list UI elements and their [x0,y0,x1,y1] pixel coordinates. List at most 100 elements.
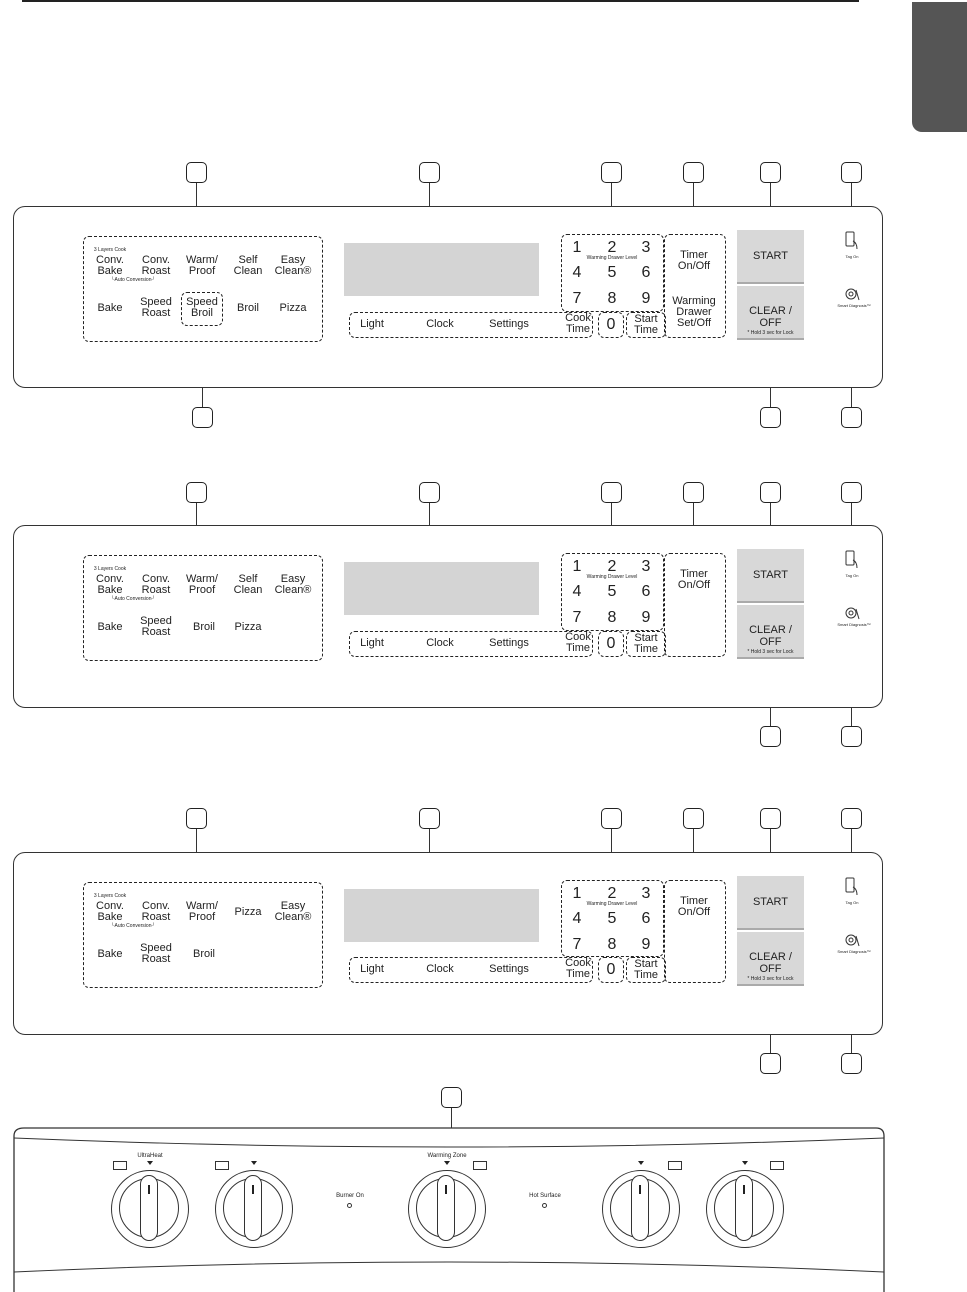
key-5[interactable]: 5 [607,910,617,927]
left-front-knob[interactable] [215,1170,293,1248]
timer-group [664,553,726,657]
broil-key[interactable]: Broil [192,948,216,960]
light-key[interactable]: Light [360,318,384,330]
key-0[interactable]: 0 [606,316,616,333]
key-8[interactable]: 8 [607,936,617,953]
conv-roast-key[interactable]: Conv. Roast [141,900,171,923]
key-1[interactable]: 1 [572,558,582,575]
easy-clean-key[interactable]: Easy Clean® [274,900,312,923]
settings-key[interactable]: Settings [489,318,529,330]
key-7[interactable]: 7 [572,290,582,307]
key-6[interactable]: 6 [641,910,651,927]
key-2[interactable]: 2 [607,239,617,256]
key-5[interactable]: 5 [607,264,617,281]
self-clean-key[interactable]: Self Clean [233,573,263,596]
warm-proof-key[interactable]: Warm/ Proof [186,900,218,923]
conv-roast-key[interactable]: Conv. Roast [141,254,171,277]
key-1[interactable]: 1 [572,239,582,256]
light-key[interactable]: Light [360,637,384,649]
pizza-key[interactable]: Pizza [234,621,262,633]
key-7[interactable]: 7 [572,936,582,953]
key-0[interactable]: 0 [606,635,616,652]
key-4[interactable]: 4 [572,583,582,600]
start-time-key[interactable]: Start Time [633,313,659,336]
conv-roast-key[interactable]: Conv. Roast [141,573,171,596]
key-8[interactable]: 8 [607,609,617,626]
start-time-key[interactable]: Start Time [633,958,659,981]
clear-off-label: CLEAR / OFF [749,951,792,975]
warm-proof-key[interactable]: Warm/ Proof [186,254,218,277]
warming-drawer-key[interactable]: Warming Drawer Set/Off [672,295,716,329]
callout-box [419,482,440,503]
key-4[interactable]: 4 [572,910,582,927]
right-front-knob[interactable] [602,1170,680,1248]
key-4[interactable]: 4 [572,264,582,281]
warming-zone-knob[interactable] [408,1170,486,1248]
cook-time-key[interactable]: Cook Time [565,957,591,980]
conv-bake-key[interactable]: Conv. Bake [96,573,124,596]
speed-broil-key[interactable]: Speed Broil [186,296,218,319]
key-6[interactable]: 6 [641,264,651,281]
key-1[interactable]: 1 [572,885,582,902]
self-clean-key[interactable]: Self Clean [233,254,263,277]
key-3[interactable]: 3 [641,885,651,902]
callout-box [192,407,213,428]
timer-key[interactable]: Timer On/Off [677,568,711,591]
start-button[interactable]: START [737,876,804,930]
clock-key[interactable]: Clock [426,318,454,330]
warm-proof-key[interactable]: Warm/ Proof [186,573,218,596]
conv-bake-key[interactable]: Conv. Bake [96,254,124,277]
start-button[interactable]: START [737,549,804,603]
bake-key[interactable]: Bake [97,302,123,314]
key-3[interactable]: 3 [641,558,651,575]
speed-roast-key[interactable]: Speed Roast [140,942,172,965]
callout-box [601,808,622,829]
layers-label: 3 Layers Cook [93,247,127,253]
cooktop-panel-outline [13,1127,885,1292]
key-9[interactable]: 9 [641,936,651,953]
settings-key[interactable]: Settings [489,963,529,975]
clear-off-button[interactable]: CLEAR / OFF* Hold 3 sec for Lock [737,605,804,659]
key-9[interactable]: 9 [641,609,651,626]
bake-key[interactable]: Bake [97,948,123,960]
layers-label: 3 Layers Cook [93,566,127,572]
conv-bake-key[interactable]: Conv. Bake [96,900,124,923]
broil-key[interactable]: Broil [192,621,216,633]
clear-off-button[interactable]: CLEAR / OFF* Hold 3 sec for Lock [737,286,804,340]
clear-off-button[interactable]: CLEAR / OFF* Hold 3 sec for Lock [737,932,804,986]
tag-on-icon [845,877,858,896]
key-2[interactable]: 2 [607,558,617,575]
pizza-key[interactable]: Pizza [234,906,262,918]
key-7[interactable]: 7 [572,609,582,626]
left-rear-knob[interactable] [111,1170,189,1248]
key-6[interactable]: 6 [641,583,651,600]
right-rear-knob[interactable] [706,1170,784,1248]
start-button[interactable]: START [737,230,804,284]
clock-key[interactable]: Clock [426,963,454,975]
pizza-key[interactable]: Pizza [279,302,307,314]
bake-key[interactable]: Bake [97,621,123,633]
easy-clean-key[interactable]: Easy Clean® [274,254,312,277]
key-8[interactable]: 8 [607,290,617,307]
callout-box [683,482,704,503]
cook-time-key[interactable]: Cook Time [565,631,591,654]
key-3[interactable]: 3 [641,239,651,256]
key-0[interactable]: 0 [606,961,616,978]
light-key[interactable]: Light [360,963,384,975]
timer-key[interactable]: Timer On/Off [677,249,711,272]
timer-key[interactable]: Timer On/Off [677,895,711,918]
start-time-key[interactable]: Start Time [633,632,659,655]
key-9[interactable]: 9 [641,290,651,307]
cook-time-key[interactable]: Cook Time [565,312,591,335]
clock-key[interactable]: Clock [426,637,454,649]
key-2[interactable]: 2 [607,885,617,902]
speed-roast-key[interactable]: Speed Roast [140,615,172,638]
callout-box [601,482,622,503]
broil-key[interactable]: Broil [236,302,260,314]
callout-box [841,407,862,428]
key-5[interactable]: 5 [607,583,617,600]
speed-roast-key[interactable]: Speed Roast [140,296,172,319]
start-time-group [626,631,666,657]
settings-key[interactable]: Settings [489,637,529,649]
easy-clean-key[interactable]: Easy Clean® [274,573,312,596]
